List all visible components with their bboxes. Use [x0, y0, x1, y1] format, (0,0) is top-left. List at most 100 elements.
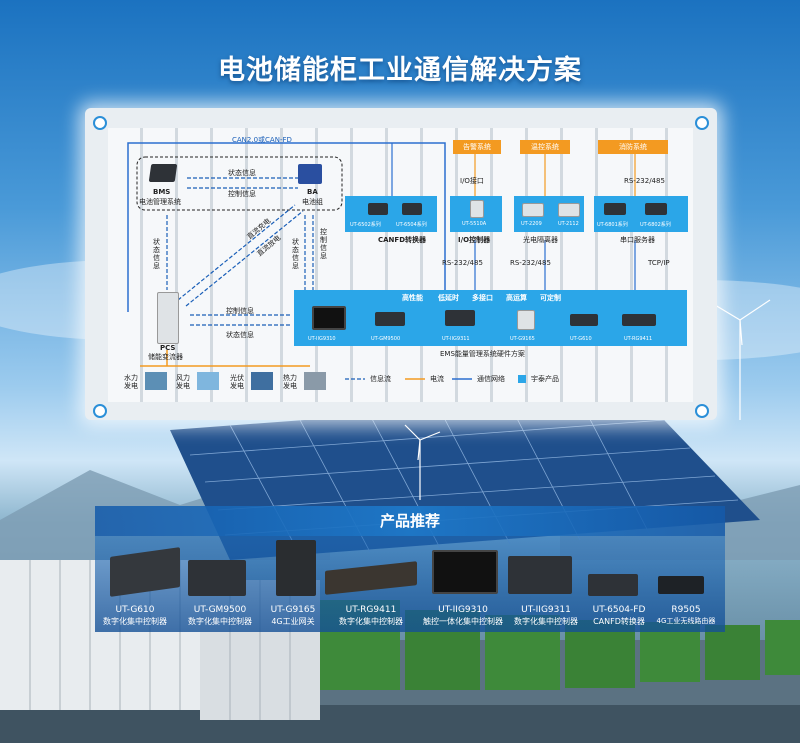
status-info-label-2: 状态信息 — [226, 331, 254, 339]
corner-bolt-icon — [695, 404, 709, 418]
serial-device-icon — [645, 203, 667, 215]
ems-device-screen-icon — [312, 306, 346, 330]
ba-desc: 电池组 — [302, 198, 323, 206]
product-desc-3: 4G工业网关 — [271, 617, 315, 626]
ems-model-5: UT-G610 — [570, 336, 592, 342]
solar-image-icon — [251, 372, 273, 390]
serial-device-icon — [604, 203, 626, 215]
product-desc-2: 数字化集中控制器 — [188, 617, 252, 626]
io-device-icon — [470, 200, 484, 218]
ems-model-2: UT-GM9500 — [371, 336, 401, 342]
rs232-label-1: RS-232/485 — [442, 259, 483, 267]
product-image-r9505 — [658, 576, 704, 594]
product-image-g9165 — [276, 540, 316, 596]
source-wind-label: 风力发电 — [176, 374, 190, 391]
fiber-device-icon — [558, 203, 580, 217]
product-image-gm9500 — [188, 560, 246, 596]
ems-model-3: UT-IIG9311 — [442, 336, 470, 342]
rs232-label-2: RS-232/485 — [510, 259, 551, 267]
bms-name: BMS — [153, 188, 171, 196]
ems-feature-2: 低延时 — [438, 294, 459, 302]
fiber-label: 光电隔离器 — [523, 236, 558, 244]
pcs-name: PCS — [160, 344, 176, 352]
bms-desc: 电池管理系统 — [139, 198, 181, 206]
recommend-title: 产品推荐 — [379, 512, 440, 530]
product-desc-7: CANFD转换器 — [593, 617, 645, 626]
io-label: I/O控制器 — [458, 236, 491, 244]
ems-device-icon — [445, 310, 475, 326]
legend-product-swatch — [518, 375, 526, 383]
bms-device-icon — [148, 164, 178, 182]
ems-panel — [294, 290, 687, 346]
tcp-ip-label: TCP/IP — [648, 259, 670, 267]
corner-bolt-icon — [93, 404, 107, 418]
ems-device-icon — [517, 310, 535, 330]
legend-product: 宇泰产品 — [531, 375, 559, 383]
product-model-7: UT-6504-FD — [592, 605, 646, 615]
product-desc-5: 触控一体化集中控制器 — [423, 617, 503, 626]
fiber-model-2: UT-2112 — [558, 221, 579, 227]
canfd-label: CANFD转换器 — [378, 236, 427, 244]
canfd-device-icon — [402, 203, 422, 215]
page-title: 电池储能柜工业通信解决方案 — [218, 55, 582, 86]
product-desc-8: 4G工业无线路由器 — [656, 617, 716, 625]
corner-bolt-icon — [695, 116, 709, 130]
canfd-model-1: UT-6502系列 — [350, 222, 381, 228]
ems-feature-1: 高性能 — [402, 294, 423, 302]
can-bus-label: CAN2.0或CAN-FD — [232, 136, 292, 144]
source-solar-label: 光伏发电 — [230, 374, 244, 391]
ems-device-icon — [622, 314, 656, 326]
fiber-device-icon — [522, 203, 544, 217]
ems-feature-3: 多接口 — [472, 294, 493, 302]
status-info-label: 状态信息 — [228, 169, 256, 177]
ems-label: EMS能量管理系统硬件方案 — [440, 350, 525, 358]
ba-name: BA — [307, 188, 318, 196]
legend-network: 通信网络 — [477, 375, 505, 383]
product-image-iig9311 — [508, 556, 572, 594]
serial-label: 串口服务器 — [620, 236, 655, 244]
canfd-device-icon — [368, 203, 388, 215]
header-alarm-system: 告警系统 — [453, 140, 501, 154]
recommend-header-bar — [95, 506, 725, 536]
ems-feature-4: 高运算 — [506, 294, 527, 302]
ems-model-4: UT-G9165 — [510, 336, 535, 342]
source-thermal-label: 热力发电 — [283, 374, 297, 391]
rs232-top-label: RS-232/485 — [624, 177, 665, 185]
wind-image-icon — [197, 372, 219, 390]
product-model-6: UT-IIG9311 — [521, 605, 571, 615]
ems-feature-5: 可定制 — [540, 294, 561, 302]
pcs-desc: 储能变流器 — [148, 353, 183, 361]
pcs-cabinet-icon — [157, 292, 179, 344]
corner-bolt-icon — [93, 116, 107, 130]
fiber-model-1: UT-2209 — [521, 221, 542, 227]
serial-model-1: UT-6801系列 — [597, 222, 628, 228]
product-model-4: UT-RG9411 — [345, 605, 397, 615]
product-desc-6: 数字化集中控制器 — [514, 617, 578, 626]
control-info-label-2: 控制信息 — [226, 307, 254, 315]
source-hydro-label: 水力发电 — [124, 374, 138, 391]
ems-device-icon — [570, 314, 598, 326]
ems-device-icon — [375, 312, 405, 326]
hydro-image-icon — [145, 372, 167, 390]
header-temperature-system: 温控系统 — [520, 140, 570, 154]
product-desc-1: 数字化集中控制器 — [103, 617, 167, 626]
product-image-iig9310 — [432, 550, 498, 594]
ems-model-6: UT-RG9411 — [624, 336, 653, 342]
product-image-6504fd — [588, 574, 638, 596]
product-model-1: UT-G610 — [115, 605, 155, 615]
header-fire-system: 消防系统 — [598, 140, 668, 154]
battery-pack-icon — [298, 164, 322, 184]
product-model-8: R9505 — [671, 605, 701, 615]
product-model-5: UT-IIG9310 — [438, 605, 488, 615]
legend-info-flow: 信息流 — [370, 375, 391, 383]
status-info-vertical-2: 状 态 信 息 — [292, 238, 299, 271]
control-info-label: 控制信息 — [228, 190, 256, 198]
control-info-vertical: 控 制 信 息 — [320, 228, 327, 261]
legend-current: 电流 — [430, 375, 444, 383]
product-model-3: UT-G9165 — [270, 605, 316, 615]
ems-model-1: UT-IIG9310 — [308, 336, 336, 342]
product-model-2: UT-GM9500 — [193, 605, 247, 615]
io-model: UT-5510A — [462, 221, 487, 227]
